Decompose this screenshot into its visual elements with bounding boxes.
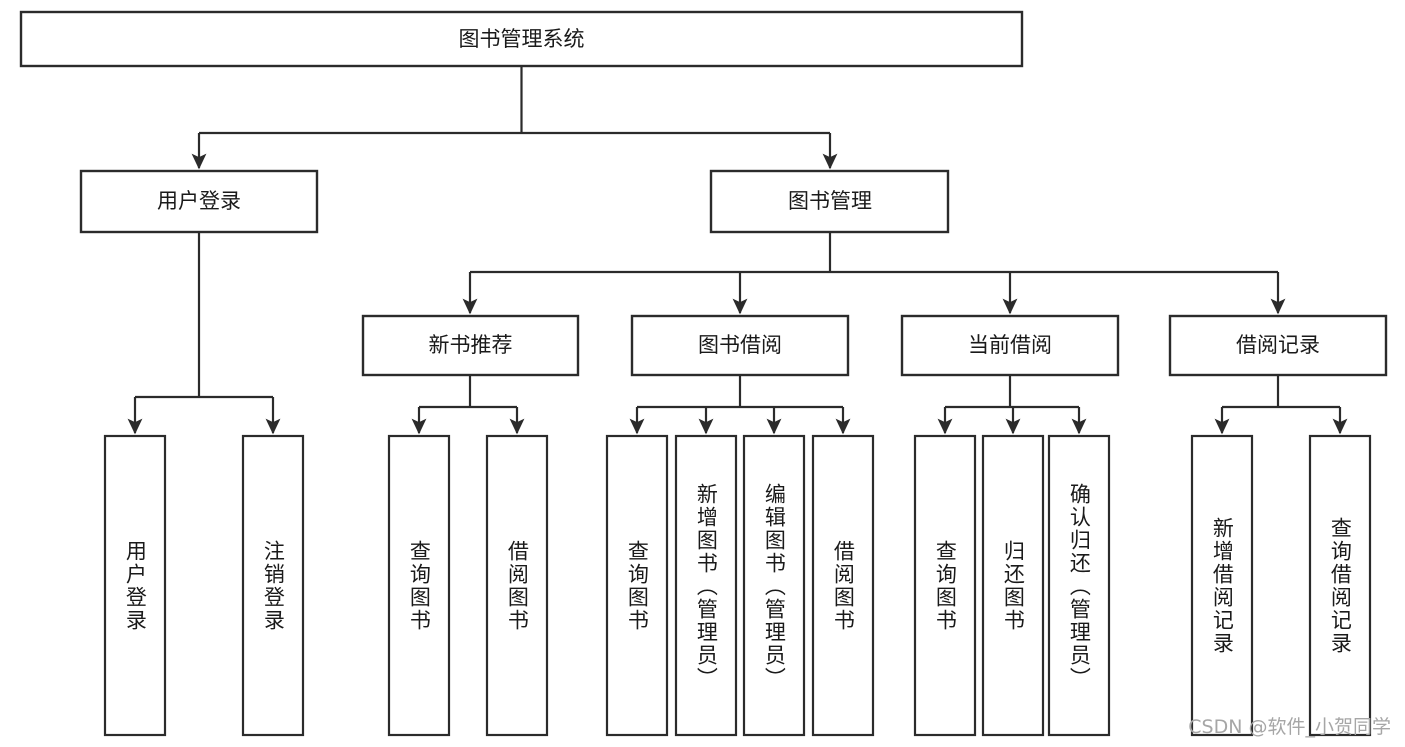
node-book-borrow-label: 图书借阅 xyxy=(698,333,782,357)
leaf-bookborrow-borrow[interactable]: 借阅图书 xyxy=(811,434,875,737)
leaf-user-login-login[interactable]: 用户登录 xyxy=(103,434,167,737)
edge-bookmgmt-to-level3 xyxy=(462,232,1286,315)
node-new-book-recommend-label: 新书推荐 xyxy=(429,333,513,357)
edge-borrowrecord-to-leaves xyxy=(1214,375,1348,435)
node-borrow-record[interactable]: 借阅记录 xyxy=(1168,314,1388,377)
leaf-currentborrow-query[interactable]: 查询图书 xyxy=(913,434,977,737)
leaf-currentborrow-return-label: 归还图书 xyxy=(1001,539,1026,632)
leaf-borrowrecord-query-label: 查询借阅记录 xyxy=(1328,516,1353,655)
leaf-bookborrow-add[interactable]: 新增图书（管理员） xyxy=(674,434,738,737)
leaf-bookborrow-edit-label: 编辑图书（管理员） xyxy=(762,483,787,690)
node-root-system[interactable]: 图书管理系统 xyxy=(19,10,1024,68)
leaf-bookborrow-edit[interactable]: 编辑图书（管理员） xyxy=(742,434,806,737)
leaf-user-login-login-label: 用户登录 xyxy=(123,539,148,632)
leaf-newbook-query[interactable]: 查询图书 xyxy=(387,434,451,737)
leaf-currentborrow-return[interactable]: 归还图书 xyxy=(981,434,1045,737)
node-user-login-label: 用户登录 xyxy=(157,189,241,213)
edge-currentborrow-to-leaves xyxy=(937,375,1087,435)
leaf-user-login-logout[interactable]: 注销登录 xyxy=(241,434,305,737)
edge-userlogin-to-leaves xyxy=(127,232,281,435)
leaf-bookborrow-borrow-label: 借阅图书 xyxy=(831,539,856,632)
node-user-login[interactable]: 用户登录 xyxy=(79,169,319,234)
node-current-borrow[interactable]: 当前借阅 xyxy=(900,314,1120,377)
node-root-system-label: 图书管理系统 xyxy=(459,27,585,51)
leaf-borrowrecord-query[interactable]: 查询借阅记录 xyxy=(1308,434,1372,737)
node-borrow-record-label: 借阅记录 xyxy=(1236,333,1320,357)
node-new-book-recommend[interactable]: 新书推荐 xyxy=(361,314,580,377)
node-current-borrow-label: 当前借阅 xyxy=(968,333,1052,357)
leaf-borrowrecord-add[interactable]: 新增借阅记录 xyxy=(1190,434,1254,737)
node-book-management-label: 图书管理 xyxy=(788,189,872,213)
leaf-newbook-query-label: 查询图书 xyxy=(407,539,432,632)
leaf-newbook-borrow[interactable]: 借阅图书 xyxy=(485,434,549,737)
edge-newbook-to-leaves xyxy=(411,375,525,435)
leaf-bookborrow-query[interactable]: 查询图书 xyxy=(605,434,669,737)
leaf-currentborrow-query-label: 查询图书 xyxy=(933,539,958,632)
leaf-user-login-logout-label: 注销登录 xyxy=(261,539,286,632)
edge-root-to-level2 xyxy=(191,66,838,170)
leaf-bookborrow-add-label: 新增图书（管理员） xyxy=(694,483,719,690)
leaf-bookborrow-query-label: 查询图书 xyxy=(625,539,650,632)
node-book-borrow[interactable]: 图书借阅 xyxy=(630,314,850,377)
leaf-currentborrow-confirm-label: 确认归还（管理员） xyxy=(1067,483,1092,690)
leaf-borrowrecord-add-label: 新增借阅记录 xyxy=(1210,516,1235,655)
leaf-newbook-borrow-label: 借阅图书 xyxy=(505,539,530,632)
leaf-currentborrow-confirm[interactable]: 确认归还（管理员） xyxy=(1047,434,1111,737)
node-book-management[interactable]: 图书管理 xyxy=(709,169,950,234)
edge-bookborrow-to-leaves xyxy=(629,375,851,435)
